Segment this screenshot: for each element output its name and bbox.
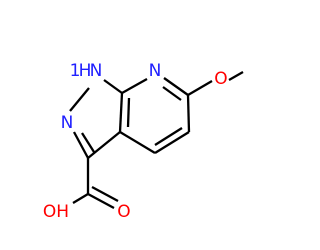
bond-c3a-c7a: [118, 92, 124, 133]
bond-c7a-n1: [103, 79, 123, 94]
bond-n1-n2: [69, 87, 90, 112]
bond-c5-c4: [154, 131, 190, 154]
bond-carbonyl-2: [91, 185, 119, 203]
atom-n7: N: [149, 61, 162, 81]
bond-layer: [69, 71, 244, 210]
atom-o-methoxy: O: [214, 69, 227, 89]
atom-label-layer: 1 H N N N O O OH: [43, 61, 228, 222]
atom-n1-h: H: [79, 61, 92, 81]
bond-o-methyl: [228, 71, 244, 81]
bond-c5-c4-inner: [154, 127, 183, 146]
bond-c-hydroxyl: [72, 193, 89, 204]
molecule-drawing: 1 H N N N O O OH: [43, 61, 244, 222]
bond-n7-c6: [163, 77, 189, 96]
bond-n7-c6-inner: [162, 86, 182, 101]
bond-carbonyl-1: [87, 192, 115, 210]
structure-diagram: 1 H N N N O O OH: [43, 61, 244, 222]
bond-c4-c3a: [119, 131, 156, 154]
atom-n2: N: [61, 113, 74, 133]
atom-oh: OH: [43, 202, 69, 222]
atom-n1: N: [90, 61, 103, 81]
bond-c6-c5: [186, 94, 191, 133]
bond-n2-c3: [72, 131, 90, 159]
atom-o-carbonyl: O: [117, 202, 130, 222]
bond-c7a-n7: [121, 77, 148, 95]
bond-c3a-c7a-inner: [126, 97, 131, 128]
atom-n1-prefix: 1: [70, 61, 81, 81]
bond-n2-c3-inner: [81, 132, 95, 153]
bond-c6-o-methoxy: [187, 80, 213, 96]
bond-c3-c3a: [87, 131, 121, 159]
